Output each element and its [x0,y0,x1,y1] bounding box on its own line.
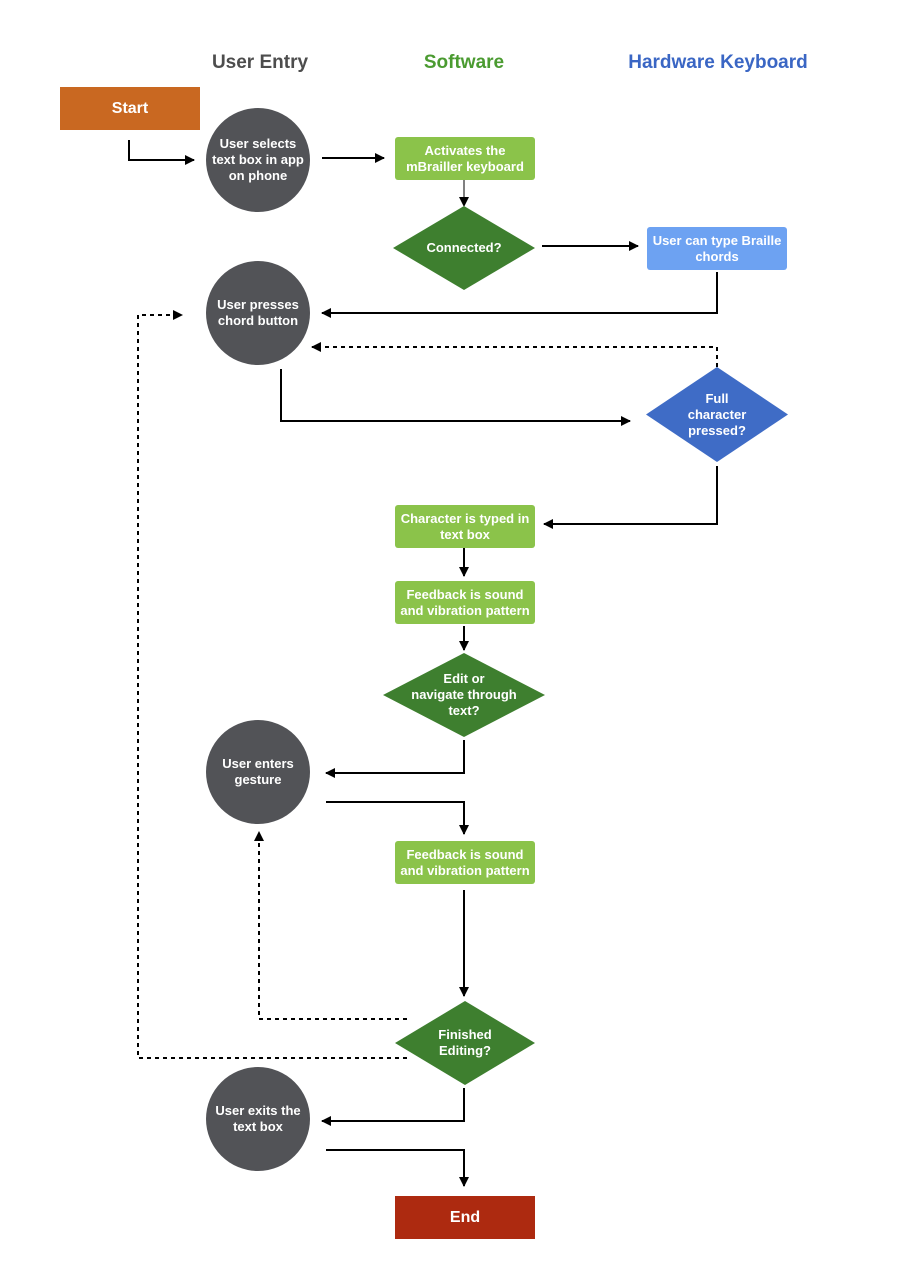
select-text-box-node: User selects text box in app on phone [206,108,310,212]
connected-decision: Connected? [393,206,535,290]
feedback-node-2: Feedback is sound and vibration pattern [395,841,535,884]
connected-label: Connected? [426,240,502,255]
full-character-label: Full character pressed? [687,390,747,438]
finished-editing-label: Finished Editing? [438,1027,492,1058]
type-chords-node: User can type Braille chords [647,227,787,270]
lane-header-user-entry: User Entry [211,52,309,73]
arrow-finished-loop-to-press-chord [137,310,407,1059]
activate-keyboard-node: Activates the mBrailler keyboard [395,137,535,180]
arrow-start-to-select [128,140,195,165]
edit-navigate-diamond-shape [383,653,545,737]
press-chord-node: User presses chord button [206,261,310,365]
lane-header-software: Software [423,52,505,73]
arrow-exit-to-end [326,1149,469,1187]
arrow-finished-loop-to-gesture [254,831,407,1020]
exit-text-box-node: User exits the text box [206,1067,310,1171]
connected-diamond-shape [393,206,535,290]
arrow-edit-to-gesture [325,740,465,778]
arrow-gesture-to-feedback [326,801,469,835]
enter-gesture-node: User enters gesture [206,720,310,824]
arrow-type-chords-to-press-chord [321,272,718,318]
full-character-decision: Full character pressed? [646,367,788,462]
arrow-press-chord-to-full-char [280,369,631,426]
edit-navigate-label: Edit or navigate through text? [411,671,517,718]
finished-editing-diamond-shape [395,1001,535,1085]
arrow-finished-to-exit [321,1088,465,1126]
arrow-full-char-to-character-typed [543,466,718,529]
edit-navigate-decision: Edit or navigate through text? [383,653,545,737]
end-node: End [395,1196,535,1239]
arrow-full-char-loop-back [311,342,718,367]
full-character-diamond-shape [646,367,788,462]
lane-header-hardware: Hardware Keyboard [628,52,808,73]
finished-editing-decision: Finished Editing? [395,1001,535,1085]
character-typed-node: Character is typed in text box [395,505,535,548]
start-node: Start [60,87,200,130]
feedback-node-1: Feedback is sound and vibration pattern [395,581,535,624]
